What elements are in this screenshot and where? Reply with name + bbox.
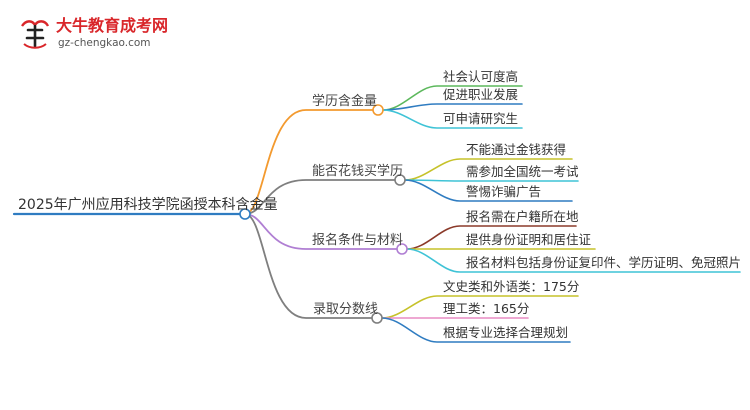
logo-url: gz-chengkao.com [58,37,151,49]
site-logo: 大牛教育成考网 gz-chengkao.com [18,14,168,52]
leaf-edge-0-1 [382,103,523,111]
leaf-edge-2-2 [406,248,741,273]
leaf-label-3-0: 文史类和外语类：175分 [443,279,580,294]
branch-edge-2 [244,213,398,250]
leaf-label-0-0: 社会认可度高 [443,69,519,84]
branch-node-1[interactable] [394,174,406,186]
leaf-label-2-0: 报名需在户籍所在地 [466,209,579,224]
leaf-label-1-0: 不能通过金钱获得 [466,142,567,157]
leaf-edge-0-2 [382,109,523,129]
leaf-label-2-1: 提供身份证明和居住证 [466,232,592,247]
leaf-label-1-1: 需参加全国统一考试 [466,164,579,179]
mindmap-edges [12,85,741,343]
branch-label-3: 录取分数线 [313,302,379,317]
branch-node-2[interactable] [396,243,408,255]
leaf-label-3-1: 理工类：165分 [443,301,530,316]
branch-label-0: 学历含金量 [312,94,378,109]
branch-node-0[interactable] [372,104,384,116]
branch-node-3[interactable] [371,312,383,324]
bull-logo-icon [21,20,50,49]
branch-label-1: 能否花钱买学历 [312,164,404,179]
leaf-edge-1-2 [404,179,573,202]
mindmap-nodes [239,104,408,324]
logo-title: 大牛教育成考网 [56,16,169,35]
leaf-label-2-2: 报名材料包括身份证复印件、学历证明、免冠照片 [466,255,742,270]
leaf-edge-1-1 [404,179,579,182]
root-node-label: 2025年广州应用科技学院函授本科含金量 [18,197,278,213]
branch-edge-0 [244,109,374,215]
branch-label-2: 报名条件与材料 [312,233,404,248]
branch-edge-1 [244,179,396,215]
leaf-label-3-2: 根据专业选择合理规划 [443,325,569,340]
leaf-label-0-1: 促进职业发展 [443,87,519,102]
leaf-label-1-2: 警惕诈骗广告 [466,184,542,199]
branch-edge-3 [244,213,373,319]
leaf-label-0-2: 可申请研究生 [443,111,519,126]
leaf-edge-3-2 [381,317,571,343]
root-node[interactable] [239,208,251,220]
